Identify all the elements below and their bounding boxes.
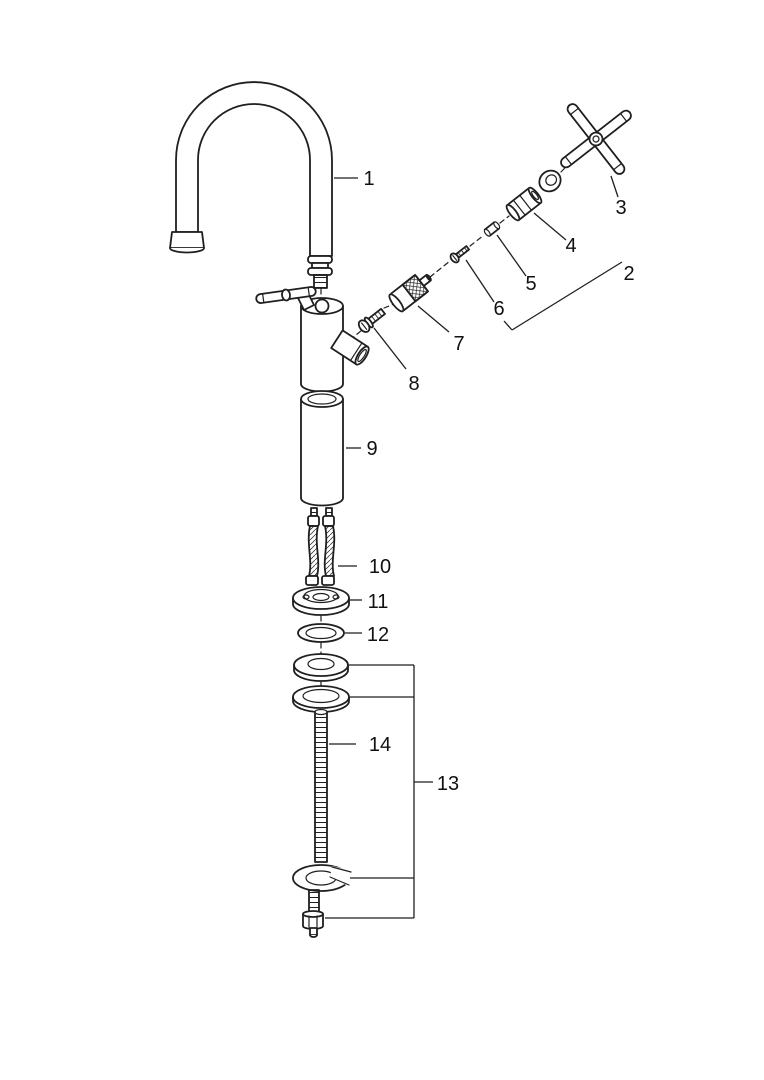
part-label-12: 12 (367, 624, 389, 646)
part-label-6: 6 (493, 298, 504, 320)
part-label-13: 13 (437, 773, 459, 795)
part-riser-column (300, 390, 344, 507)
part-washer-top (293, 653, 349, 682)
part-label-3: 3 (615, 197, 626, 219)
fastening-set-bracket-13 (325, 664, 433, 919)
leader-line-6 (465, 259, 495, 303)
part-body-screw (357, 307, 386, 333)
part-label-2: 2 (623, 263, 634, 285)
centerline-dashes (320, 145, 587, 687)
part-cross-handle (560, 103, 632, 175)
part-gooseneck-spout (169, 81, 333, 289)
part-label-4: 4 (565, 235, 576, 257)
part-dome-cap (538, 169, 562, 193)
part-base-gasket (297, 623, 345, 643)
assembly-bracket-2 (503, 261, 623, 331)
leader-line-5 (496, 234, 527, 277)
part-label-10: 10 (369, 556, 391, 578)
leader-line-3 (610, 175, 619, 198)
part-mounting-bracket (292, 864, 354, 892)
part-mounting-nut (302, 889, 324, 938)
leader-line-7 (417, 305, 450, 333)
part-supply-hoses (305, 507, 336, 586)
part-label-7: 7 (453, 333, 464, 355)
part-label-8: 8 (408, 373, 419, 395)
part-label-9: 9 (366, 438, 377, 460)
part-side-handle (255, 286, 317, 311)
part-washer-bottom (292, 685, 350, 713)
leader-lines (325, 175, 623, 919)
part-label-1: 1 (363, 168, 374, 190)
part-small-screw (483, 221, 501, 237)
part-label-5: 5 (525, 273, 536, 295)
part-fastening-screw (449, 245, 470, 264)
leader-line-4 (533, 212, 567, 241)
part-faucet-body (300, 297, 370, 393)
leader-line-8 (373, 327, 407, 370)
part-label-14: 14 (369, 734, 391, 756)
part-base-ring (292, 586, 350, 616)
part-label-11: 11 (368, 591, 389, 613)
part-valve-cartridge (388, 273, 432, 313)
part-labels: 1 2 3 4 5 6 7 8 9 10 11 12 13 14 (363, 168, 634, 795)
part-cartridge-sleeve (505, 186, 543, 222)
part-threaded-rod (314, 708, 328, 863)
